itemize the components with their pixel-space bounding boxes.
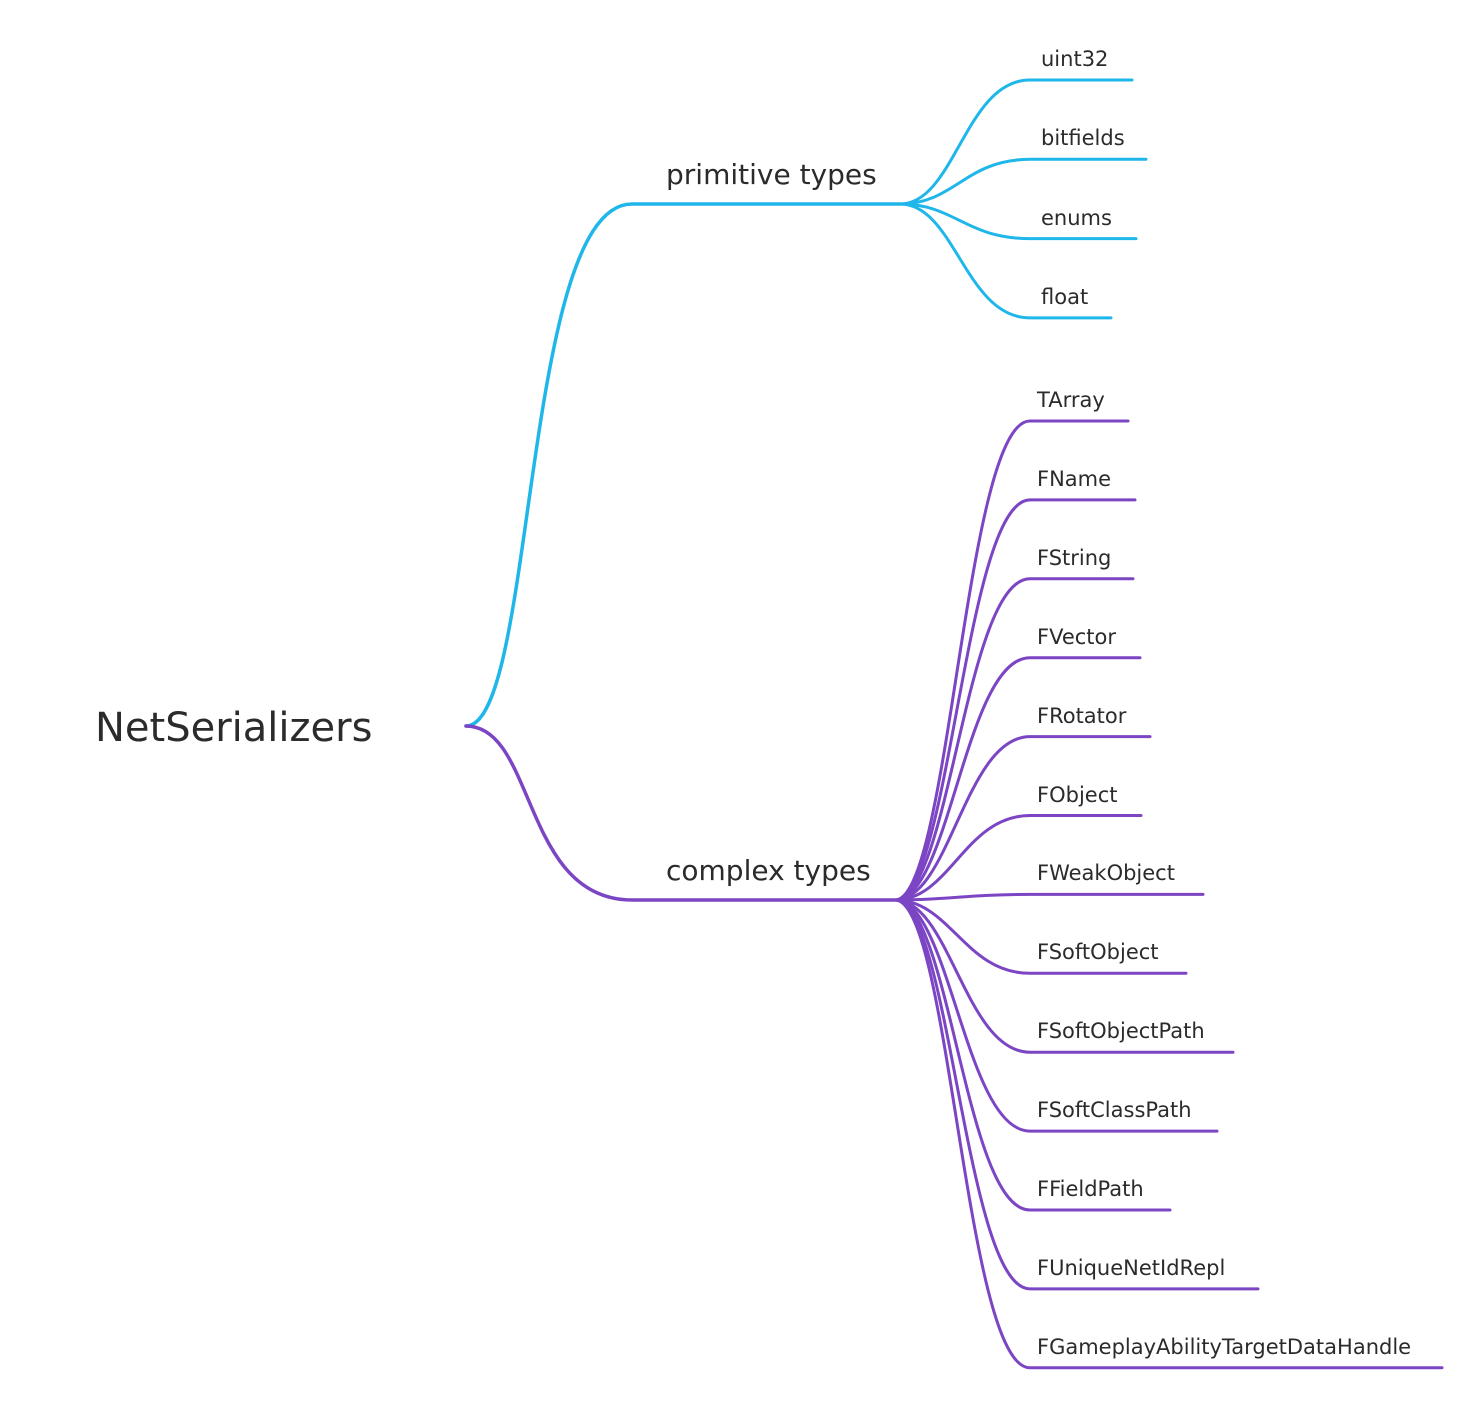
edge-complex-types-to-fstring [893, 577, 1135, 902]
leaf-label-fgameplayabilitytargetdatahandle[interactable]: FGameplayAbilityTargetDataHandle [1037, 1334, 1412, 1359]
leaf-label-fsoftobject[interactable]: FSoftObject [1037, 940, 1159, 965]
edge-complex-types-to-fname [893, 498, 1137, 902]
edge-complex-types-to-tarray [893, 419, 1130, 902]
edge-complex-types-to-fsoftclasspath [893, 898, 1219, 1133]
leaf-label-funiquenetidrepl[interactable]: FUniqueNetIdRepl [1037, 1255, 1226, 1280]
leaf-label-fstring[interactable]: FString [1037, 545, 1112, 570]
leaf-label-tarray[interactable]: TArray [1037, 388, 1105, 412]
branch-label-complex-types[interactable]: complex types [666, 854, 871, 887]
leaf-label-fweakobject[interactable]: FWeakObject [1037, 861, 1175, 886]
branch-label-primitive-types[interactable]: primitive types [666, 158, 877, 191]
edge-complex-types-to-fsoftobject [893, 898, 1188, 975]
edge-root-to-primitive-types [464, 202, 902, 728]
edge-complex-types-to-ffieldpath [893, 898, 1172, 1212]
root-node-label[interactable]: NetSerializers [95, 705, 373, 751]
edge-complex-types-to-fobject [893, 814, 1143, 902]
leaf-label-uint32[interactable]: uint32 [1041, 47, 1109, 71]
edge-complex-types-to-fsoftobjectpath [893, 898, 1235, 1054]
leaf-label-fvector[interactable]: FVector [1037, 624, 1116, 649]
leaf-label-frotator[interactable]: FRotator [1037, 703, 1127, 728]
leaf-label-fname[interactable]: FName [1037, 466, 1112, 491]
leaf-label-float[interactable]: float [1041, 284, 1089, 309]
edge-primitive-types-to-uint32 [898, 78, 1134, 206]
leaf-label-fsoftobjectpath[interactable]: FSoftObjectPath [1037, 1019, 1205, 1044]
leaf-label-fsoftclasspath[interactable]: FSoftClassPath [1037, 1098, 1192, 1123]
edge-primitive-types-to-bitfields [898, 157, 1148, 206]
edge-complex-types-to-fweakobject [893, 892, 1205, 902]
edge-complex-types-to-frotator [893, 735, 1152, 902]
edge-complex-types-to-fvector [893, 656, 1142, 902]
edge-primitive-types-to-float [898, 202, 1113, 320]
edge-complex-types-to-funiquenetidrepl [893, 898, 1260, 1291]
edge-root-to-complex-types [464, 724, 897, 902]
leaf-label-fobject[interactable]: FObject [1037, 782, 1118, 807]
edge-primitive-types-to-enums [898, 202, 1138, 241]
leaf-label-bitfields[interactable]: bitfields [1041, 126, 1125, 151]
leaf-label-ffieldpath[interactable]: FFieldPath [1037, 1177, 1144, 1201]
edge-complex-types-to-fgameplayabilitytargetdatahandle [893, 898, 1444, 1370]
leaf-label-enums[interactable]: enums [1041, 205, 1112, 230]
